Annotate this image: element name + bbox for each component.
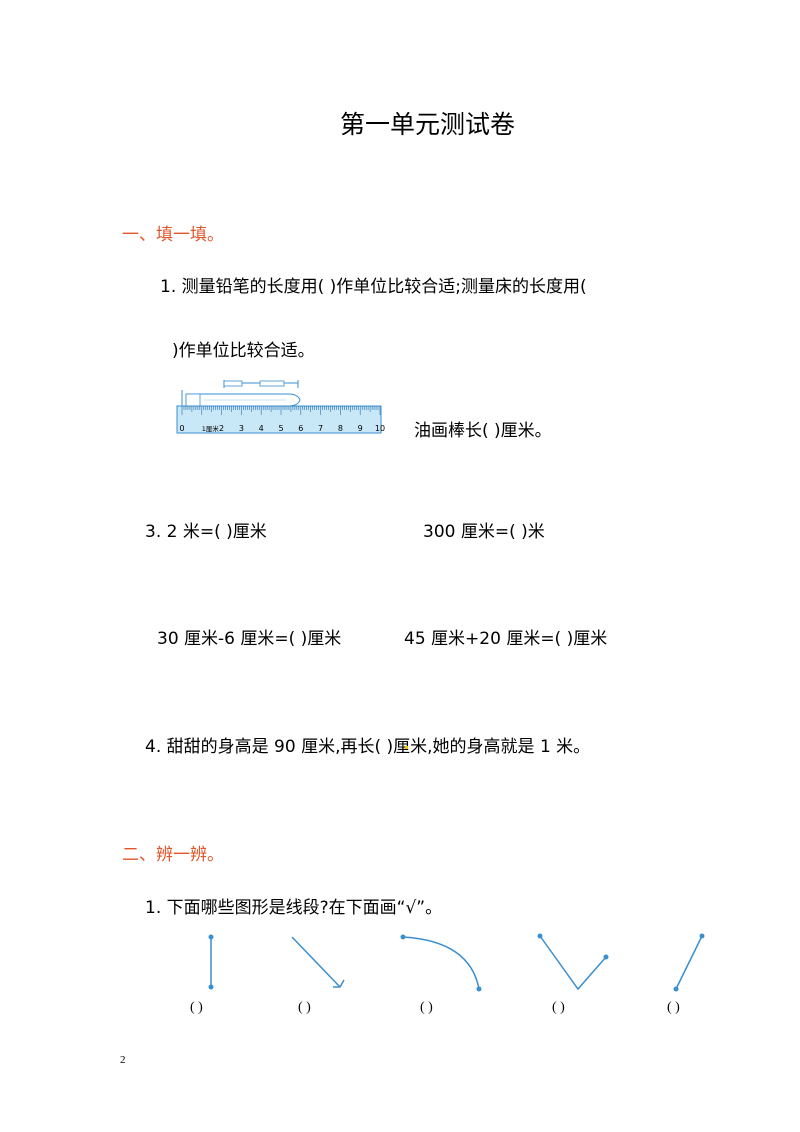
ruler-tick-label: 5	[278, 424, 283, 433]
question-1-line-2: )作单位比较合适。	[172, 341, 315, 361]
question-1-line-1: 1. 测量铅笔的长度用( )作单位比较合适;测量床的长度用(	[160, 277, 587, 297]
page-number: 2	[120, 1054, 126, 1066]
question-3-d: 45 厘米+20 厘米=( )厘米	[404, 629, 608, 649]
figure-5-slanted-segment	[673, 933, 705, 992]
crayon-image	[181, 380, 301, 407]
answer-box-2[interactable]: ( )	[298, 1000, 311, 1015]
ruler-tick-label: 1厘米	[202, 424, 220, 433]
question-3-a: 3. 2 米=( )厘米	[145, 522, 267, 542]
figure-3-curve	[400, 934, 482, 992]
question-3-b: 300 厘米=( )米	[423, 522, 545, 542]
answer-box-1[interactable]: ( )	[190, 1000, 203, 1015]
section-2-heading: 二、辨一辨。	[122, 845, 224, 865]
ruler-tick-label: 2	[219, 424, 224, 433]
figure-1-vertical-segment	[208, 934, 214, 990]
ruler-tick-label: 9	[358, 424, 363, 433]
ruler-tick-label: 4	[259, 424, 264, 433]
figure-4-angle	[537, 933, 609, 991]
ruler-tick-label: 6	[298, 424, 303, 433]
ruler-body	[176, 405, 382, 434]
ruler-tick-label: 8	[338, 424, 343, 433]
question-2-text: 油画棒长( )厘米。	[414, 421, 552, 441]
ruler-tick-label: 7	[318, 424, 323, 433]
answer-box-3[interactable]: ( )	[420, 1000, 433, 1015]
figure-2-ray	[291, 936, 345, 988]
answer-box-5[interactable]: ( )	[667, 1000, 680, 1015]
ruler-tick-label: 10	[375, 424, 385, 433]
section-1-heading: 一、填一填。	[122, 225, 224, 245]
ruler-tick-label: 0	[179, 424, 184, 433]
page-title: 第一单元测试卷	[339, 110, 515, 139]
question-4: 4. 甜甜的身高是 90 厘米,再长( )厘米,她的身高就是 1 米。	[145, 737, 591, 757]
ruler-tick-label: 3	[239, 424, 244, 433]
answer-box-4[interactable]: ( )	[552, 1000, 565, 1015]
line-figures	[208, 933, 705, 992]
question-3-c: 30 厘米-6 厘米=( )厘米	[157, 629, 342, 649]
section-2-question-1: 1. 下面哪些图形是线段?在下面画“√”。	[145, 898, 443, 918]
yellow-dot	[405, 746, 408, 749]
